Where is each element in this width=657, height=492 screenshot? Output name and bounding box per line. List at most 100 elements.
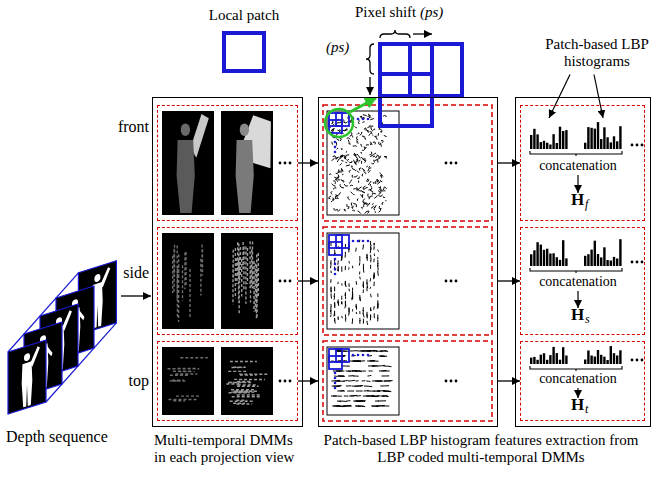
sequence-label: Depth sequence [6,428,108,446]
view-row: side [157,227,298,335]
histogram-bar [619,350,621,364]
histogram-bar [533,357,535,364]
shift-brace [366,44,374,74]
patch-grid [329,356,342,369]
figure-arm [100,266,110,288]
patch-square [380,44,432,96]
histogram-bar [606,360,608,364]
patch-squares [378,42,464,128]
feature-subscript: f [585,198,588,212]
histogram-bar [619,239,621,266]
projection-stripes [173,245,203,322]
histogram-panel: Patch-based LBP histogramsconcatenationH… [515,97,651,427]
patch-dots [367,118,370,121]
more-dots [445,280,448,283]
flow-arrow [498,280,520,281]
zoom-arrow [350,98,376,112]
feature-subscript: s [585,313,590,327]
histogram-bar [600,139,602,149]
view-label: side [105,264,149,282]
panel-heading: Patch-based LBP histograms [541,36,653,71]
more-dots [284,162,287,165]
histogram-bar [610,346,612,364]
flow-arrow [298,162,318,163]
head-region [240,123,249,135]
more-dots [450,380,453,383]
lbp-image [327,233,399,329]
histogram-bar [530,135,532,149]
feature-symbol: H [571,395,584,415]
histogram-bar [584,143,586,149]
view-label: top [105,372,149,390]
flow-arrow [298,380,318,381]
shift-arrow [413,33,432,34]
histogram-bar [616,259,618,267]
more-dots [450,280,453,283]
histogram-bar [562,347,564,364]
dmm-ground [221,347,273,415]
histogram-bar [530,358,532,364]
dmm-ground [162,347,214,415]
histogram-bar [540,245,542,266]
patch-square [380,74,432,126]
histogram-bar [584,360,586,365]
patch-dots [334,263,337,266]
histogram-bar [590,356,592,365]
histogram-bar [543,250,545,266]
histogram-bar [613,353,615,364]
shift-brace [380,30,410,38]
body-region [236,140,254,213]
dmm-image [221,233,273,329]
more-dots [289,380,292,383]
projection-stripes [168,358,208,401]
patch-dots [334,141,337,144]
histogram-bar [540,355,542,364]
patch-dots [367,354,370,357]
dmm-ground [221,111,273,215]
lbp-texture [331,350,393,406]
dmm-panel: Multi-temporal DMMs in each projection v… [152,97,303,427]
histogram-bar [562,131,564,149]
frame-ground [8,340,46,414]
figure-arm [78,308,84,322]
shifted-patches: Pixel shift(ps)(ps) [378,42,464,128]
histogram-bar [559,260,561,266]
shift-symbol: (ps) [326,39,349,56]
patch-dots [352,240,355,243]
shift-label: Pixel shift [355,4,416,21]
shift-arrow [369,77,370,95]
projection-stripes [226,362,269,405]
dmm-image [162,347,214,415]
more-dots [284,380,287,383]
panel-caption: Multi-temporal DMMs in each projection v… [154,432,307,467]
shift-symbol: (ps) [420,4,443,21]
depth-frame [8,340,46,414]
more-dots [631,359,634,362]
histogram-bar [549,355,551,364]
more-dots [284,280,287,283]
histogram-bar [552,253,554,266]
histogram-bar [549,145,551,150]
histogram-bar [606,137,608,149]
concatenation-row: concatenationHs [520,227,645,335]
histogram-bar [597,350,599,364]
lbp-ground [327,347,399,415]
patch-dots [334,377,337,380]
histogram-bar [597,122,599,149]
histogram-bar [546,360,548,364]
lbp-image [327,347,399,415]
histogram-bar [597,254,599,266]
more-dots [641,261,644,264]
feature-symbol: H [571,305,584,325]
figure-arm [62,310,72,332]
patch-dots [334,268,337,271]
projection-stripes [233,241,258,319]
histogram-bar [533,129,535,149]
histogram-bar [590,250,592,266]
more-dots [279,280,282,283]
feature-symbol: H [571,190,584,210]
histogram-bar [619,126,621,149]
histogram-bar [546,249,548,266]
